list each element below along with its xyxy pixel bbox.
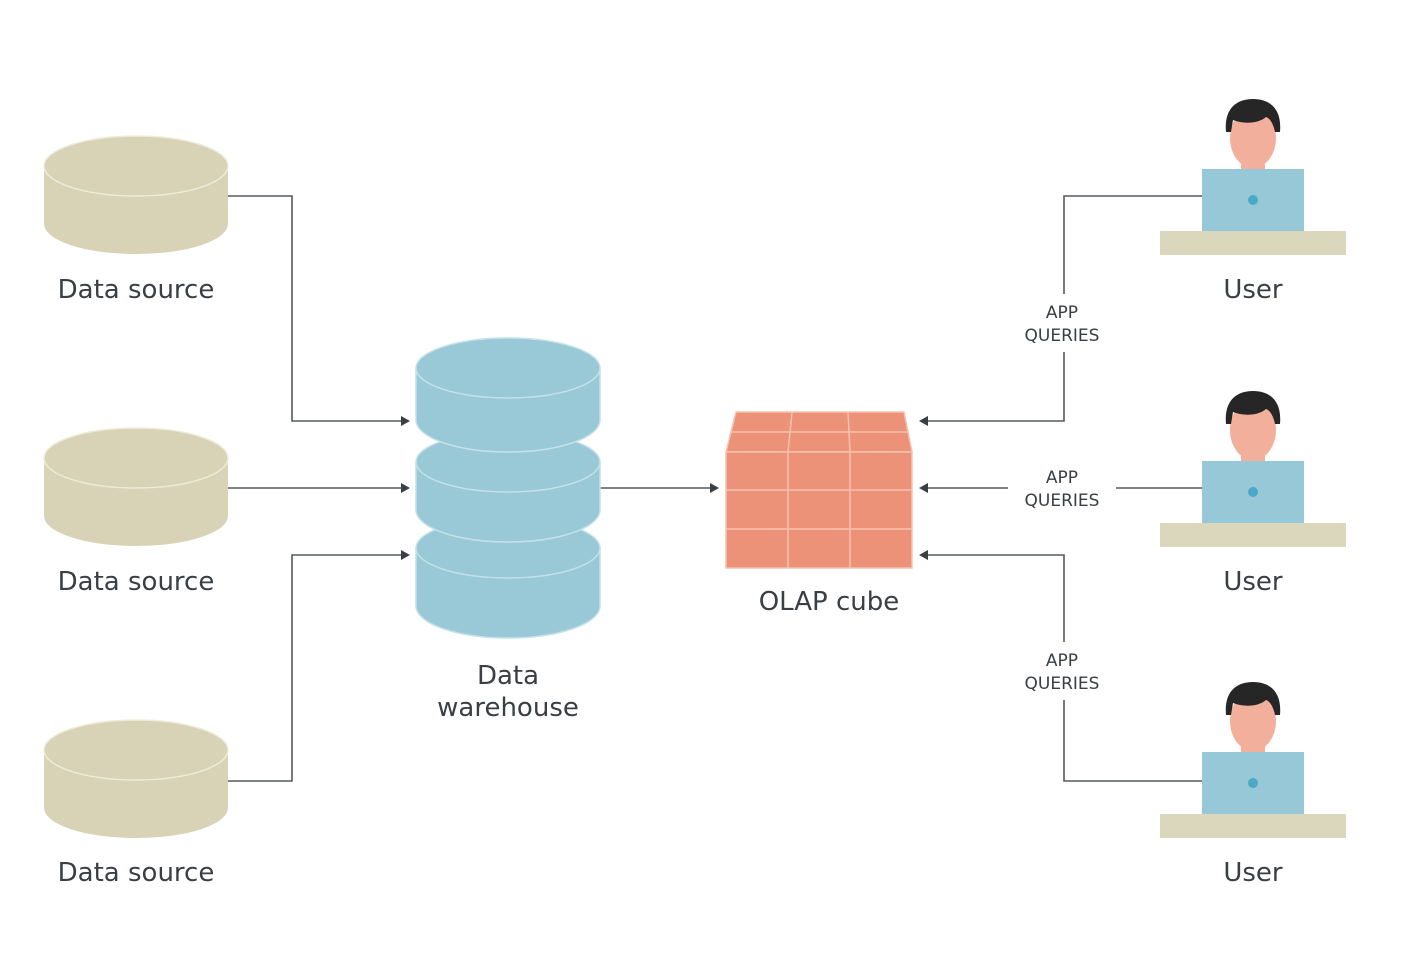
warehouse-label-line-1: Data [477, 661, 539, 691]
connector-user-1-lower [928, 352, 1065, 422]
olap-cube-label: OLAP cube [759, 587, 900, 617]
arrow-head-user-3 [919, 550, 928, 560]
user-face [1230, 400, 1276, 460]
cylinder-top [43, 135, 229, 197]
connector-user-1-upper [1063, 195, 1203, 294]
connector-user-3-upper [928, 554, 1065, 642]
query-label-1-line-1: APP [1046, 303, 1078, 323]
user-label-3: User [1223, 858, 1283, 888]
desk [1160, 523, 1346, 547]
cylinder-top [43, 427, 229, 489]
source-connectors [228, 195, 410, 782]
user-connectors [919, 195, 1203, 782]
query-label-2-line-2: QUERIES [1025, 491, 1100, 511]
connector-source-1 [228, 195, 402, 422]
user-2 [1160, 391, 1346, 547]
query-label-3-line-2: QUERIES [1025, 674, 1100, 694]
warehouse-label-line-2: warehouse [437, 693, 579, 723]
warehouse-connector [600, 483, 719, 493]
user-hair [1225, 682, 1281, 715]
desk [1160, 231, 1346, 255]
user-face [1230, 691, 1276, 751]
data-source-3 [43, 719, 229, 838]
connector-source-3 [228, 554, 402, 782]
desk [1160, 814, 1346, 838]
user-hair [1225, 99, 1281, 132]
arrow-head-warehouse-cube [710, 483, 719, 493]
warehouse-tier-top [415, 337, 601, 453]
user-1 [1160, 99, 1346, 255]
query-label-1-line-2: QUERIES [1025, 326, 1100, 346]
tier-top [415, 337, 601, 399]
cylinder-top [43, 719, 229, 781]
data-source-label-2: Data source [58, 567, 215, 597]
data-warehouse-icon [415, 337, 601, 639]
user-label-2: User [1223, 567, 1283, 597]
user-face [1230, 108, 1276, 168]
query-label-3-line-1: APP [1046, 651, 1078, 671]
arrow-head-source-3 [401, 550, 410, 560]
olap-cube-icon [725, 411, 913, 569]
cube-grid-lines [726, 411, 912, 568]
data-source-2 [43, 427, 229, 546]
connector-user-3-lower [1063, 700, 1203, 782]
arrow-head-source-1 [401, 416, 410, 426]
data-source-1 [43, 135, 229, 254]
user-3 [1160, 682, 1346, 838]
user-hair [1225, 391, 1281, 424]
query-label-2-line-1: APP [1046, 468, 1078, 488]
arrow-head-user-1 [919, 416, 928, 426]
arrow-head-source-2 [401, 483, 410, 493]
laptop-logo-icon [1248, 487, 1258, 497]
user-label-1: User [1223, 275, 1283, 305]
arrow-head-user-2 [919, 483, 928, 493]
data-source-label-3: Data source [58, 858, 215, 888]
cube-front-face [725, 451, 913, 569]
laptop-logo-icon [1248, 778, 1258, 788]
data-source-label-1: Data source [58, 275, 215, 305]
laptop-logo-icon [1248, 195, 1258, 205]
